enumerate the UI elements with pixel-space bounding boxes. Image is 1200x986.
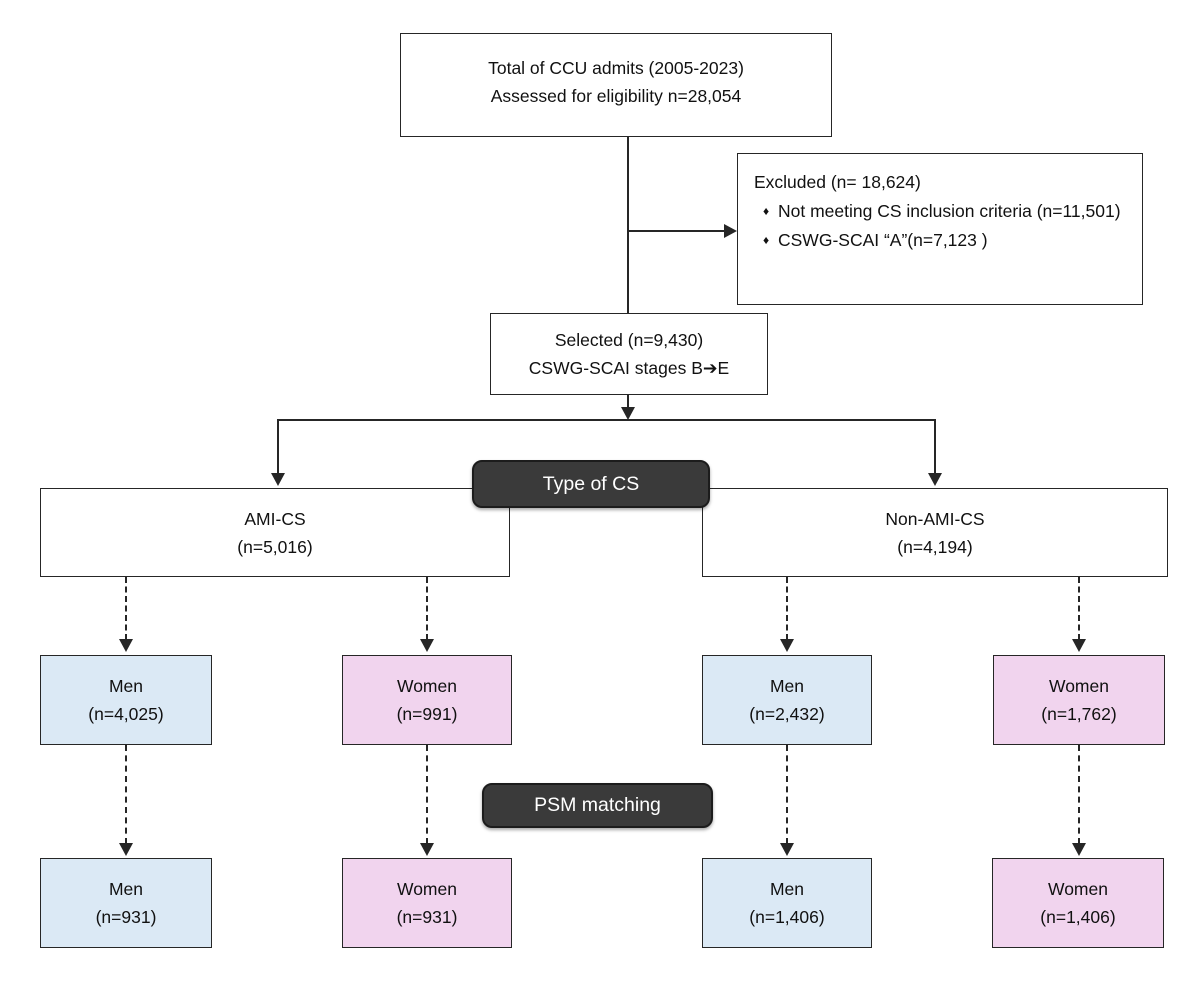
men-ami-pre-count: (n=4,025) — [88, 704, 164, 724]
non-ami-cs-box: Non-AMI-CS (n=4,194) — [702, 488, 1168, 577]
arrowhead-men-pre-icon — [119, 639, 133, 652]
dashed-connector-women2-psm — [1078, 745, 1080, 844]
dashed-connector-nonami-to-women — [1078, 577, 1080, 640]
arrowhead-men2-pre-icon — [780, 639, 794, 652]
dashed-connector-ami-to-men — [125, 577, 127, 640]
women-ami-pre-label: Women — [397, 676, 457, 696]
arrowhead-men2-post-icon — [780, 843, 794, 856]
excluded-bullet-1: ♦ Not meeting CS inclusion criteria (n=1… — [754, 197, 1128, 226]
selected-line1: Selected (n=9,430) — [554, 330, 704, 350]
psm-matching-badge: PSM matching — [482, 783, 713, 828]
women-nonami-post-box: Women (n=1,406) — [992, 858, 1164, 948]
excluded-box: Excluded (n= 18,624) ♦ Not meeting CS in… — [737, 153, 1143, 305]
dashed-connector-ami-to-women — [426, 577, 428, 640]
men-nonami-pre-box: Men (n=2,432) — [702, 655, 872, 745]
men-ami-pre-box: Men (n=4,025) — [40, 655, 212, 745]
selected-box: Selected (n=9,430) CSWG-SCAI stages B➔E — [490, 313, 768, 395]
non-ami-cs-label: Non-AMI-CS — [885, 508, 985, 529]
connector-split-left — [277, 419, 279, 474]
men-nonami-pre-count: (n=2,432) — [749, 704, 825, 724]
selected-line2: CSWG-SCAI stages B➔E — [528, 358, 730, 378]
bullet-diamond-icon: ♦ — [762, 233, 770, 247]
arrowhead-women2-pre-icon — [1072, 639, 1086, 652]
women-nonami-post-label: Women — [1048, 879, 1108, 899]
women-ami-post-box: Women (n=931) — [342, 858, 512, 948]
dashed-connector-women-psm — [426, 745, 428, 844]
arrowhead-women-pre-icon — [420, 639, 434, 652]
women-ami-pre-count: (n=991) — [396, 704, 458, 724]
men-nonami-post-label: Men — [769, 879, 805, 899]
dashed-connector-men-psm — [125, 745, 127, 844]
connector-selected-down — [627, 395, 629, 408]
men-ami-post-box: Men (n=931) — [40, 858, 212, 948]
excluded-bullet-1-text: Not meeting CS inclusion criteria (n=11,… — [778, 201, 1121, 221]
connector-total-to-selected — [627, 137, 629, 313]
non-ami-cs-count: (n=4,194) — [897, 536, 973, 557]
connector-split-horizontal — [277, 419, 936, 421]
men-nonami-post-count: (n=1,406) — [749, 907, 825, 927]
women-nonami-pre-count: (n=1,762) — [1041, 704, 1117, 724]
type-of-cs-badge: Type of CS — [472, 460, 710, 508]
arrowhead-men-post-icon — [119, 843, 133, 856]
excluded-bullet-2-text: CSWG-SCAI “A”(n=7,123 ) — [778, 230, 988, 250]
women-ami-post-count: (n=931) — [396, 907, 458, 927]
women-nonami-post-count: (n=1,406) — [1040, 907, 1116, 927]
total-admits-line1: Total of CCU admits (2005-2023) — [488, 58, 744, 78]
ami-cs-label: AMI-CS — [244, 508, 306, 529]
arrowhead-into-ami-icon — [271, 473, 285, 486]
excluded-bullet-2: ♦ CSWG-SCAI “A”(n=7,123 ) — [754, 226, 1128, 255]
dashed-connector-nonami-to-men — [786, 577, 788, 640]
men-ami-post-label: Men — [108, 879, 144, 899]
arrowhead-women2-post-icon — [1072, 843, 1086, 856]
arrowhead-into-excluded-icon — [724, 224, 737, 238]
excluded-title: Excluded (n= 18,624) — [754, 172, 921, 192]
men-nonami-pre-label: Men — [769, 676, 805, 696]
ami-cs-box: AMI-CS (n=5,016) — [40, 488, 510, 577]
dashed-connector-men2-psm — [786, 745, 788, 844]
women-nonami-pre-box: Women (n=1,762) — [993, 655, 1165, 745]
total-admits-line2: Assessed for eligibility n=28,054 — [490, 86, 742, 106]
women-ami-post-label: Women — [397, 879, 457, 899]
arrowhead-women-post-icon — [420, 843, 434, 856]
men-nonami-post-box: Men (n=1,406) — [702, 858, 872, 948]
connector-split-right — [934, 419, 936, 474]
bullet-diamond-icon: ♦ — [762, 204, 770, 218]
connector-to-excluded — [628, 230, 724, 232]
men-ami-pre-label: Men — [108, 676, 144, 696]
women-nonami-pre-label: Women — [1049, 676, 1109, 696]
men-ami-post-count: (n=931) — [95, 907, 157, 927]
ami-cs-count: (n=5,016) — [237, 536, 313, 557]
type-of-cs-badge-label: Type of CS — [542, 472, 640, 495]
arrowhead-into-non-ami-icon — [928, 473, 942, 486]
total-admits-box: Total of CCU admits (2005-2023) Assessed… — [400, 33, 832, 137]
women-ami-pre-box: Women (n=991) — [342, 655, 512, 745]
psm-matching-badge-label: PSM matching — [534, 794, 661, 816]
arrowhead-selected-split-icon — [621, 407, 635, 420]
